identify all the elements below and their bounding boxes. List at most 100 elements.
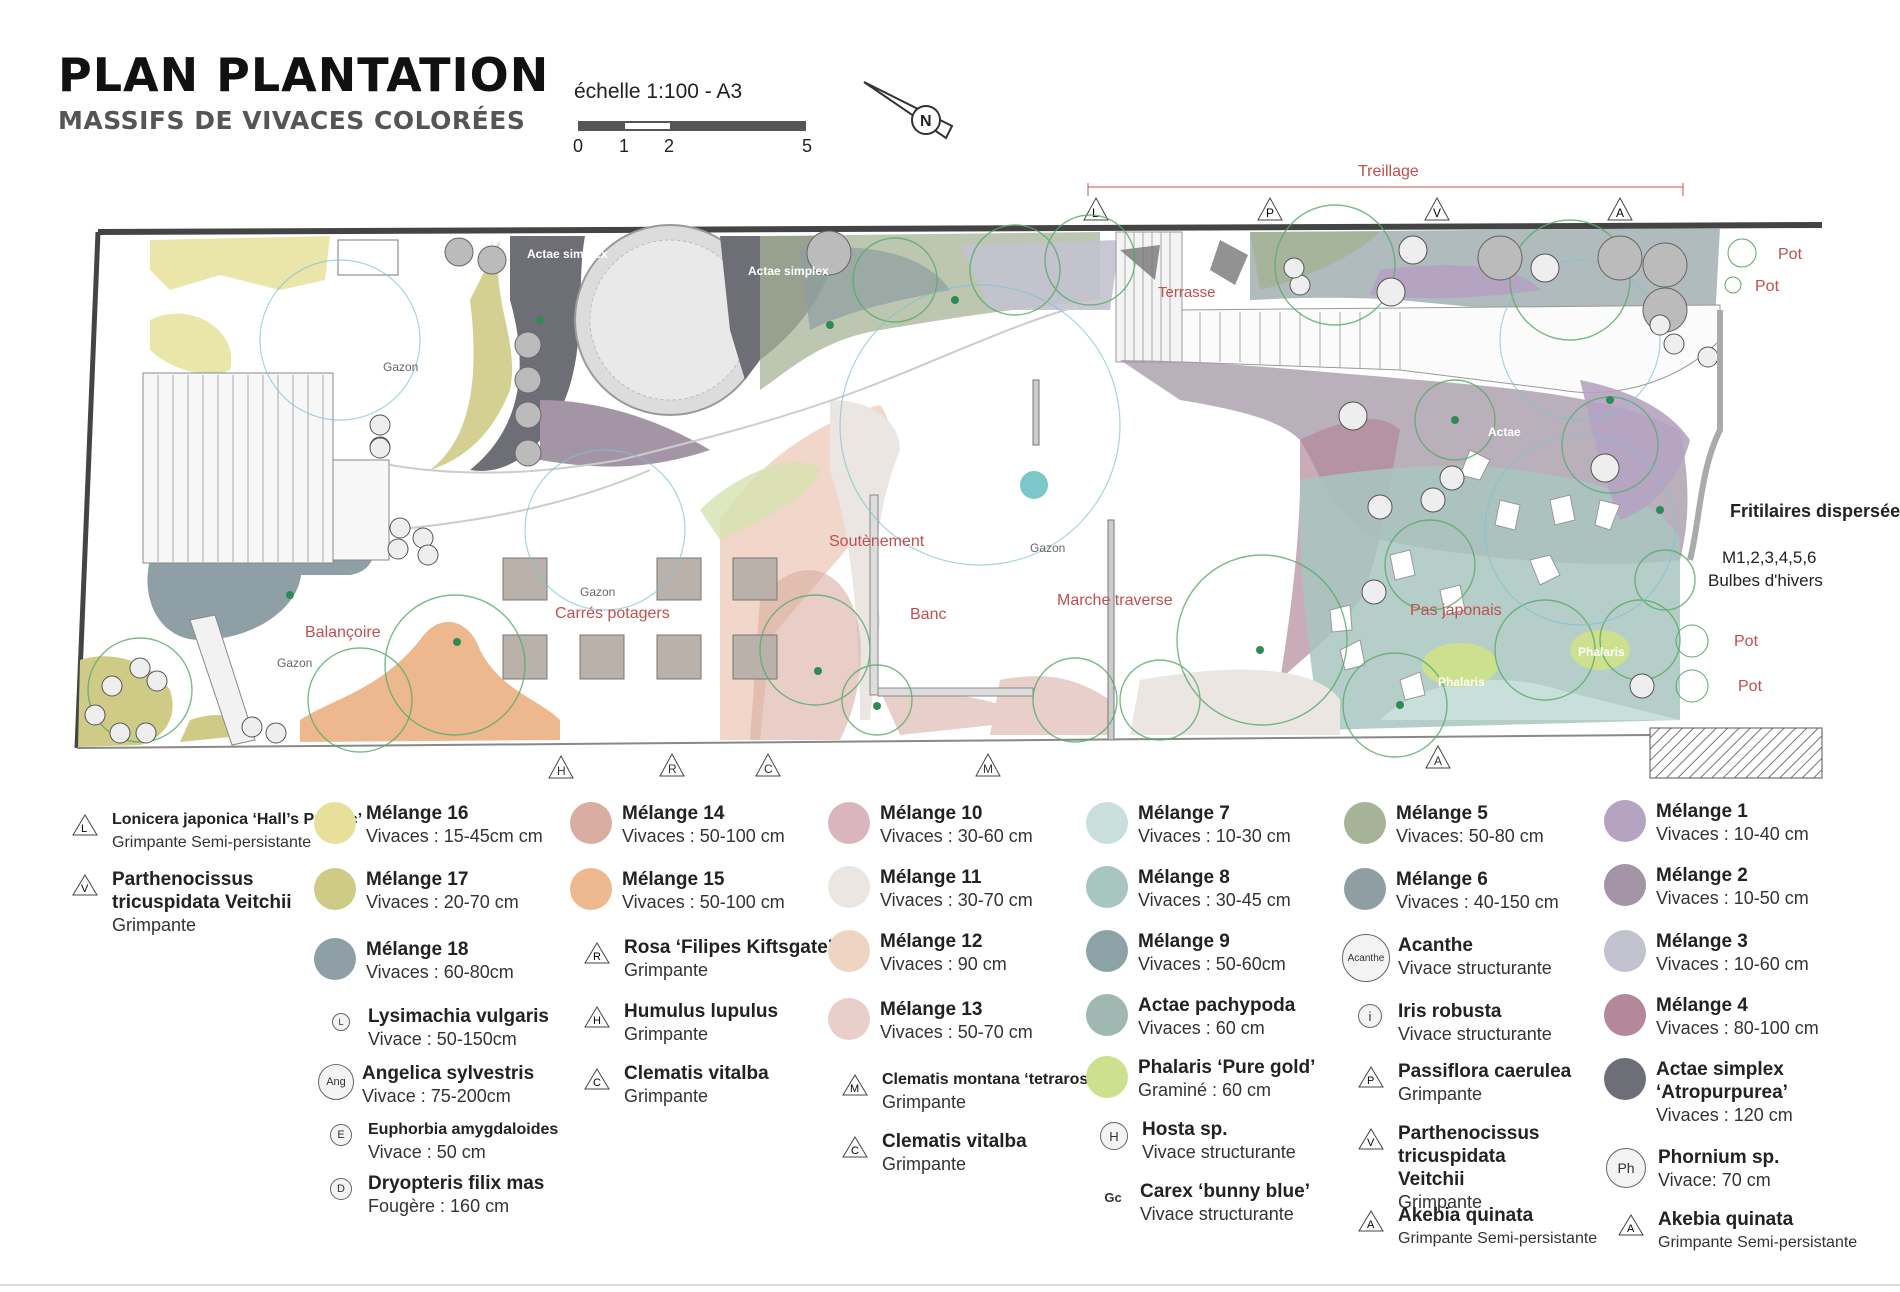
iris-icon: i — [1358, 1004, 1382, 1028]
color-swatch — [828, 866, 870, 908]
scale-tick: 1 — [619, 136, 630, 156]
carex-icon: Gc — [1104, 1189, 1122, 1205]
svg-text:R: R — [668, 762, 677, 776]
triangle-icon: P — [1358, 1064, 1384, 1090]
actae-simplex-label: Actae simplex — [527, 247, 608, 261]
svg-text:M: M — [850, 1083, 859, 1095]
color-swatch — [1086, 802, 1128, 844]
triangle-icon: R — [584, 940, 610, 966]
legend-item: R Rosa ‘Filipes Kiftsgate’Grimpante — [570, 936, 833, 982]
pot-label: Pot — [1755, 278, 1780, 295]
climber-marker-a: A — [1607, 196, 1633, 221]
climber-marker-c: C — [755, 752, 781, 777]
banc-label: Banc — [910, 606, 946, 623]
triangle-icon: A — [1358, 1208, 1384, 1234]
legend-item: H Hosta sp.Vivace structurante — [1086, 1118, 1296, 1164]
climber-marker-m: M — [975, 752, 1001, 777]
color-swatch — [1086, 994, 1128, 1036]
pot-label: Pot — [1778, 246, 1803, 263]
svg-text:A: A — [1616, 206, 1624, 220]
color-swatch — [314, 938, 356, 980]
svg-text:H: H — [593, 1015, 601, 1027]
page-subtitle: MASSIFS DE VIVACES COLORÉES — [58, 106, 526, 135]
climber-marker-h: H — [548, 754, 574, 779]
triangle-icon: A — [1618, 1212, 1644, 1238]
climber-marker-p: P — [1257, 196, 1283, 221]
svg-text:A: A — [1434, 754, 1442, 768]
triangle-icon: V — [72, 872, 98, 898]
legend-swatch-item: Phalaris ‘Pure gold’Graminé : 60 cm — [1086, 1056, 1315, 1102]
triangle-icon: V — [1358, 1126, 1384, 1152]
color-swatch — [570, 802, 612, 844]
marche-traverse-label: Marche traverse — [1057, 592, 1173, 609]
gazon-label: Gazon — [383, 360, 418, 374]
hosta-icon: H — [1100, 1122, 1128, 1150]
footer-divider — [0, 1284, 1900, 1286]
color-swatch — [828, 930, 870, 972]
north-arrow-icon: N — [863, 81, 954, 140]
color-swatch — [1604, 800, 1646, 842]
lysimachia-icon: L — [332, 1013, 350, 1031]
garden-plan: Treillage L P V A Terrasse — [74, 163, 1900, 779]
svg-text:P: P — [1266, 206, 1274, 220]
legend-item: L Lonicera japonica ‘Hall’s Prolific’Gri… — [58, 808, 362, 854]
legend-swatch-item: Actae simplex ‘Atropurpurea’Vivaces : 12… — [1604, 1058, 1834, 1127]
fritillaires-title: Fritilaires dispersées — [1730, 501, 1900, 521]
svg-text:R: R — [593, 951, 601, 963]
acanthe-icon: Acanthe — [1342, 934, 1390, 982]
triangle-icon: C — [842, 1134, 868, 1160]
climber-marker-r: R — [659, 752, 685, 777]
triangle-icon: L — [72, 812, 98, 838]
svg-text:V: V — [81, 883, 89, 895]
angelica-icon: Ang — [318, 1064, 354, 1100]
scale-tick: 0 — [573, 136, 584, 156]
scale-tick: 5 — [802, 136, 813, 156]
pot-label: Pot — [1734, 633, 1759, 650]
euphorbia-icon: E — [330, 1124, 352, 1146]
scale-tick: 2 — [664, 136, 675, 156]
dryopteris-icon: D — [330, 1178, 352, 1200]
triangle-icon: C — [584, 1066, 610, 1092]
treillage-label: Treillage — [1358, 163, 1419, 180]
top-climber-markers: L P V A — [1083, 196, 1633, 221]
actae-simplex-label: Actae simplex — [748, 264, 829, 278]
svg-text:C: C — [851, 1145, 859, 1157]
climber-marker-a: A — [1425, 744, 1451, 769]
legend-item: Ph Phornium sp.Vivace: 70 cm — [1604, 1146, 1779, 1192]
legend-item: M Clematis montana ‘tetrarose’Grimpante — [828, 1068, 1102, 1114]
soutenement-label: Soutènement — [829, 533, 925, 550]
legend-item: Gc Carex ‘bunny blue’Vivace structurante — [1086, 1180, 1310, 1226]
climber-marker-v: V — [1424, 196, 1450, 221]
pot-label: Pot — [1738, 678, 1763, 695]
color-swatch — [570, 868, 612, 910]
color-swatch — [1086, 930, 1128, 972]
gazon-label: Gazon — [1030, 541, 1065, 555]
svg-text:V: V — [1433, 206, 1441, 220]
